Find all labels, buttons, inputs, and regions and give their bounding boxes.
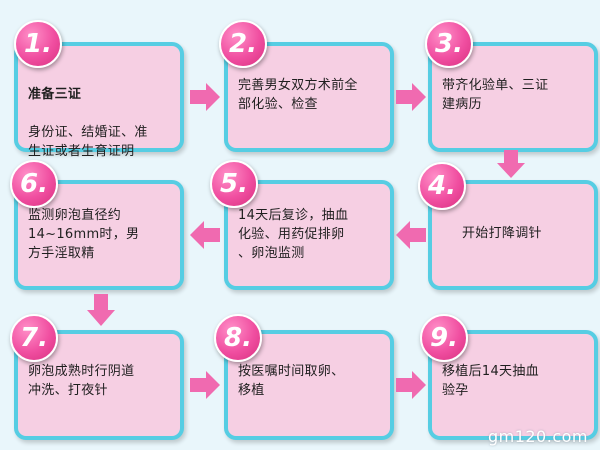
step-4-text: 开始打降调针: [462, 226, 542, 241]
arrow-right-1-to-2: [190, 83, 220, 111]
step-8-text: 按医嘱时间取卵、 移植: [238, 364, 345, 398]
arrow-down-3-to-4: [497, 150, 525, 178]
step-9-number-badge: 9.: [420, 314, 468, 362]
watermark: gm120.com: [487, 427, 588, 446]
arrow-right-8-to-9: [396, 371, 426, 399]
step-box-5: 14天后复诊，抽血 化验、用药促排卵 、卵泡监测: [224, 180, 394, 290]
step-3-number-badge: 3.: [425, 20, 473, 68]
step-5-text: 14天后复诊，抽血 化验、用药促排卵 、卵泡监测: [238, 208, 349, 261]
step-9-text: 移植后14天抽血 验孕: [442, 364, 539, 398]
arrow-right-2-to-3: [396, 83, 426, 111]
step-2-number-badge: 2.: [219, 20, 267, 68]
arrow-left-4-to-5: [396, 221, 426, 249]
arrow-down-6-to-7: [87, 294, 115, 326]
step-7-text: 卵泡成熟时行阴道 冲洗、打夜针: [28, 364, 135, 398]
arrow-right-7-to-8: [190, 371, 220, 399]
step-6-number-badge: 6.: [10, 160, 58, 208]
step-1-title: 准备三证: [28, 87, 82, 102]
step-box-2: 完善男女双方术前全 部化验、检查: [224, 42, 394, 152]
step-1-text: 准备三证 身份证、结婚证、准 生证或者生育证明: [28, 66, 172, 161]
step-7-number-badge: 7.: [10, 314, 58, 362]
step-4-number-badge: 4.: [418, 162, 466, 210]
step-6-text: 监测卵泡直径约 14~16mm时，男 方手淫取精: [28, 208, 140, 261]
step-5-number-badge: 5.: [210, 160, 258, 208]
arrow-left-5-to-6: [190, 221, 220, 249]
step-2-text: 完善男女双方术前全 部化验、检查: [238, 78, 358, 112]
step-3-text: 带齐化验单、三证 建病历: [442, 78, 549, 112]
step-box-3: 带齐化验单、三证 建病历: [428, 42, 598, 152]
step-1-number-badge: 1.: [14, 20, 62, 68]
step-8-number-badge: 8.: [214, 314, 262, 362]
step-1-description: 身份证、结婚证、准 生证或者生育证明: [28, 125, 148, 159]
